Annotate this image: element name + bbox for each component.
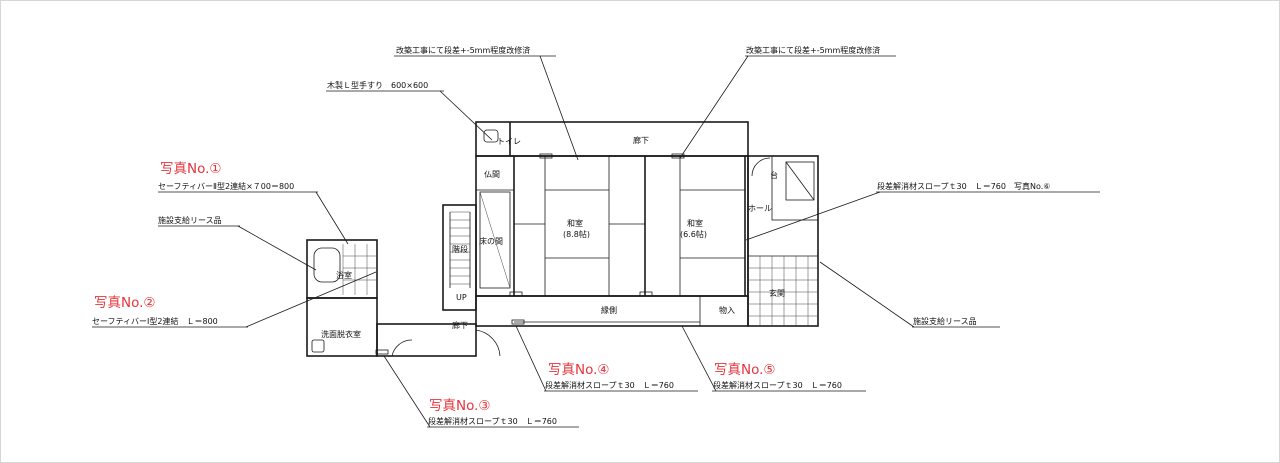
callout-safety-bar-2: セーフティバーⅠ型2連結 Ｌ＝800	[92, 316, 218, 326]
callout-slope-3: 段差解消材スロープｔ30 Ｌ＝760	[428, 416, 557, 426]
callout-rental-left: 施設支給リース品	[158, 215, 222, 225]
photo-label-4: 写真No.④	[548, 362, 610, 378]
room-washitsu-left: 和室	[567, 218, 583, 228]
room-washitsu-right: 和室	[687, 218, 703, 228]
room-butsuma: 仏間	[484, 170, 500, 179]
room-hall: ホール	[748, 204, 772, 213]
room-corridor-top: 廊下	[633, 135, 649, 145]
room-labels: トイレ 廊下 仏間 床の間 和室 (8.8帖) 和室 (6.6帖) ホール 台 …	[321, 135, 785, 339]
stairs-up: UP	[456, 293, 467, 302]
callout-safety-bar-1: セーフティバーⅡ型2連結×７00＝800	[158, 181, 294, 191]
leader-lines	[92, 55, 1100, 428]
callout-slope-5: 段差解消材スロープｔ30 Ｌ＝760	[713, 380, 842, 390]
house-walls	[475, 121, 749, 327]
room-toilet: トイレ	[497, 137, 521, 146]
room-tokonoma: 床の間	[479, 236, 503, 246]
photo-label-5: 写真No.⑤	[714, 362, 776, 378]
photo-labels: 写真No.① 写真No.② 写真No.③ 写真No.④ 写真No.⑤	[94, 161, 776, 414]
room-genkan: 玄関	[769, 288, 785, 298]
photo-label-1: 写真No.①	[160, 161, 222, 177]
room-storage: 物入	[719, 305, 735, 315]
bath-wing	[306, 239, 525, 357]
photo-label-2: 写真No.②	[94, 295, 156, 311]
room-engawa: 縁側	[601, 305, 617, 315]
callout-slope-4: 段差解消材スロープｔ30 Ｌ＝760	[545, 380, 674, 390]
callout-wood-handrail: 木製Ｌ型手すり 600×600	[327, 80, 428, 90]
callout-renovation-left: 改築工事にて段差+-5mm程度改修済	[396, 45, 530, 55]
entrance-wing	[747, 155, 819, 327]
stairs	[442, 204, 477, 311]
callout-renovation-right: 改築工事にて段差+-5mm程度改修済	[746, 45, 880, 55]
room-washroom: 洗面脱衣室	[321, 329, 361, 339]
room-washitsu-left-size: (8.8帖)	[563, 229, 590, 239]
room-stairs: 階段	[452, 244, 468, 254]
room-washitsu-right-size: (6.6帖)	[680, 229, 707, 239]
callout-rental-right: 施設支給リース品	[913, 316, 977, 326]
callout-slope-6: 段差解消材スロープｔ30 Ｌ＝760 写真No.⑥	[877, 181, 1050, 191]
room-bath: 浴室	[336, 270, 352, 280]
callouts: 改築工事にて段差+-5mm程度改修済 改築工事にて段差+-5mm程度改修済 木製…	[92, 45, 1050, 426]
room-corridor-bottom: 廊下	[452, 320, 468, 330]
room-kitchen-mark: 台	[770, 170, 778, 180]
photo-label-3: 写真No.③	[429, 398, 491, 414]
